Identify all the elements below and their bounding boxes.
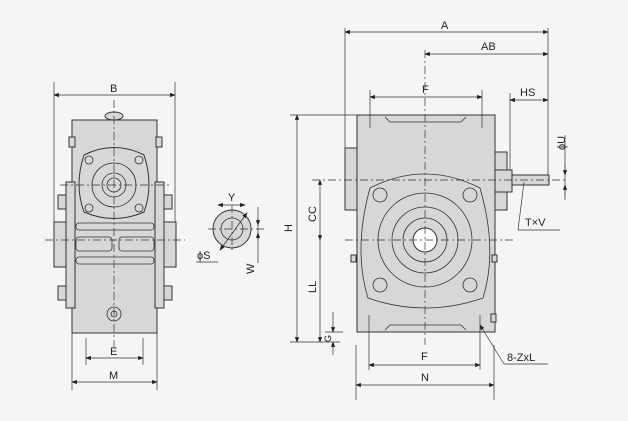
dim-S: ϕS bbox=[197, 250, 211, 262]
dim-E: E bbox=[110, 346, 117, 358]
dim-N: N bbox=[421, 372, 429, 384]
shaft-section: Y ϕS W bbox=[196, 192, 266, 274]
front-view: A AB F HS ϕU T×V H CC LL G F N 8-ZxL bbox=[283, 20, 568, 400]
dim-A: A bbox=[441, 20, 449, 32]
dim-AB: AB bbox=[481, 41, 496, 53]
dim-LL: LL bbox=[307, 281, 319, 293]
dim-W: W bbox=[245, 263, 257, 274]
side-view: B E M bbox=[45, 82, 185, 390]
dim-HS: HS bbox=[520, 87, 535, 99]
dim-F-bottom: F bbox=[421, 351, 428, 363]
dim-TxV: T×V bbox=[525, 217, 546, 229]
dim-M: M bbox=[109, 370, 118, 382]
dim-Y: Y bbox=[228, 192, 236, 204]
dim-B: B bbox=[110, 83, 117, 95]
dim-CC: CC bbox=[307, 206, 319, 222]
dim-ZxL: 8-ZxL bbox=[507, 352, 535, 364]
dim-U: ϕU bbox=[556, 136, 568, 150]
dim-H: H bbox=[283, 224, 295, 232]
dim-G: G bbox=[323, 335, 333, 342]
dim-F-top: F bbox=[422, 84, 429, 96]
